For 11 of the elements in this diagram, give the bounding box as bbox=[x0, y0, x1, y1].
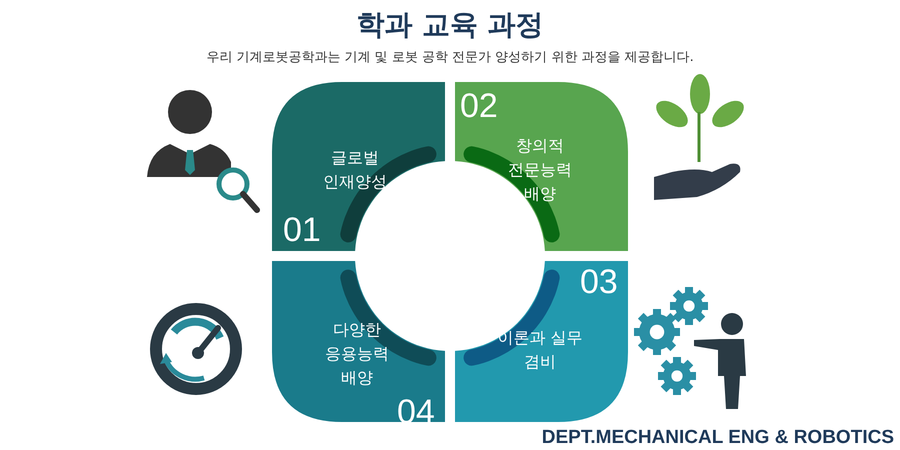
title: 학과 교육 과정 bbox=[355, 7, 545, 43]
segment-number: 04 bbox=[397, 394, 435, 430]
subtitle: 우리 기계로봇공학과는 기계 및 로봇 공학 전문가 양성하기 위한 과정을 제공합니다. bbox=[205, 49, 695, 66]
segment-text: 창의적 전문능력 배양 bbox=[507, 135, 573, 205]
segment-number: 01 bbox=[283, 212, 321, 248]
segment-text: 이론과 실무 겸비 bbox=[496, 327, 584, 373]
segment-text: 다양한 응용능력 배양 bbox=[324, 319, 390, 389]
department-name: DEPT.MECHANICAL ENG & ROBOTICS bbox=[542, 427, 894, 449]
segment-text: 글로벌 인재양성 bbox=[322, 147, 388, 193]
segment-number: 02 bbox=[460, 88, 498, 124]
segment-number: 03 bbox=[580, 264, 618, 300]
